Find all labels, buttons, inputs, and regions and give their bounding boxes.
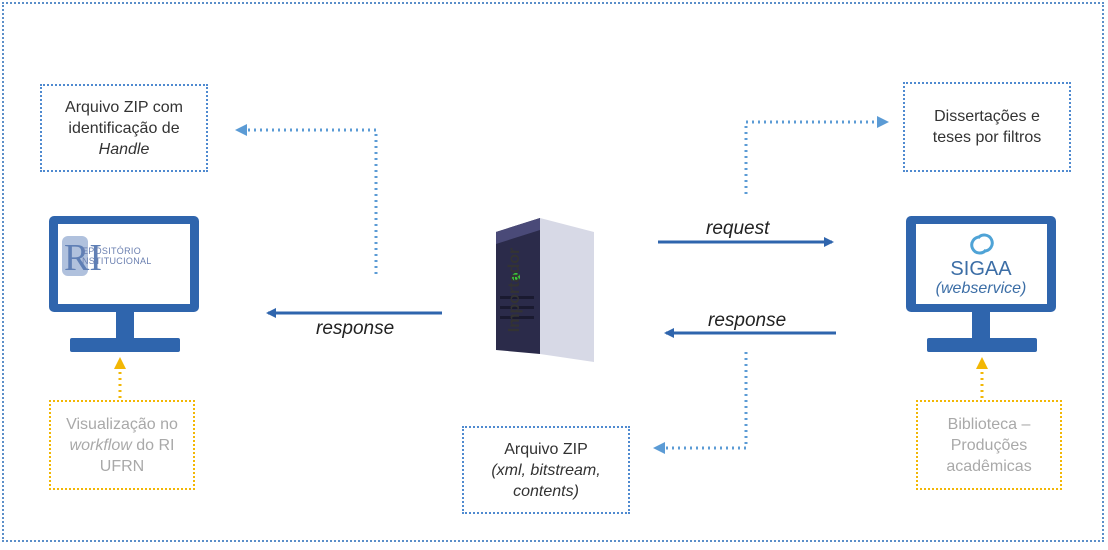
box-zip-contents-line2: (xml, bitstream, bbox=[491, 461, 601, 479]
box-biblioteca-line3: acadêmicas bbox=[946, 457, 1032, 475]
box-biblioteca: Biblioteca – Produções acadêmicas bbox=[916, 400, 1062, 490]
sigaa-logo-icon bbox=[970, 233, 994, 255]
box-zip-handle-line3: Handle bbox=[98, 140, 150, 158]
ri-logo-text: EPOSITÓRIO NSTITUCIONAL bbox=[82, 246, 152, 266]
box-visualizacao-line1: Visualização no bbox=[66, 415, 178, 433]
box-visualizacao-workflow: workflow bbox=[69, 436, 132, 454]
box-zip-handle: Arquivo ZIP com identificação de Handle bbox=[40, 84, 208, 172]
ri-logo-icon: RI bbox=[62, 236, 102, 279]
label-response-right: response bbox=[708, 310, 787, 331]
box-visualizacao-line2: workflow do RI bbox=[70, 435, 175, 456]
box-zip-contents-line3: contents) bbox=[513, 482, 579, 500]
importer-label: Importador bbox=[506, 247, 523, 333]
box-zip-contents-line1: Arquivo ZIP bbox=[504, 440, 588, 458]
dotted-connector-zip bbox=[653, 352, 748, 454]
dotted-connector-dissertacoes bbox=[744, 116, 889, 194]
box-biblioteca-line2: Produções bbox=[950, 436, 1028, 454]
box-dissertacoes-line1: Dissertações e bbox=[934, 108, 1040, 125]
ri-logo-line1: EPOSITÓRIO bbox=[82, 246, 142, 256]
label-response-left: response bbox=[316, 318, 395, 339]
ri-logo-line2: NSTITUCIONAL bbox=[82, 256, 152, 266]
diagram-frame bbox=[2, 2, 1104, 542]
box-dissertacoes-line2: teses por filtros bbox=[932, 129, 1042, 146]
sigaa-monitor bbox=[906, 216, 1056, 352]
server-icon bbox=[496, 218, 594, 362]
sigaa-subtitle: (webservice) bbox=[935, 280, 1027, 297]
label-request: request bbox=[706, 218, 770, 239]
box-visualizacao: Visualização no workflow do RI UFRN bbox=[49, 400, 195, 490]
box-visualizacao-line2-rest: do RI bbox=[131, 436, 175, 454]
dotted-connector-handle bbox=[235, 124, 378, 274]
box-biblioteca-line1: Biblioteca – bbox=[947, 415, 1031, 433]
sigaa-title: SIGAA bbox=[950, 258, 1012, 280]
svg-text:RI: RI bbox=[64, 237, 102, 279]
box-visualizacao-line3: UFRN bbox=[99, 457, 145, 475]
box-zip-handle-line1: Arquivo ZIP com bbox=[65, 98, 183, 116]
box-zip-handle-line2: identificação de bbox=[68, 119, 180, 137]
box-dissertacoes: Dissertações e teses por filtros bbox=[903, 82, 1071, 172]
box-zip-contents: Arquivo ZIP (xml, bitstream, contents) bbox=[462, 426, 630, 514]
